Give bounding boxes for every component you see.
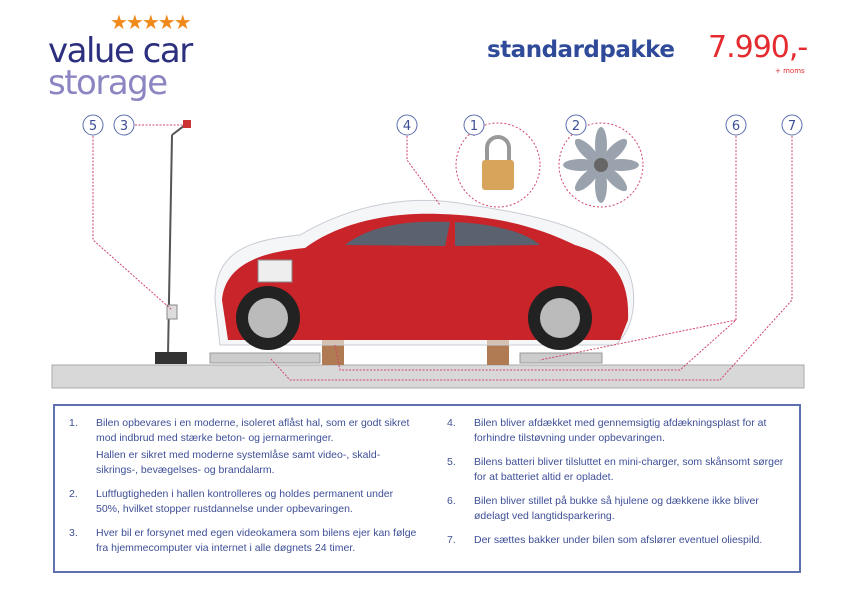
logo-line2: storage xyxy=(48,63,168,103)
oil-tray xyxy=(209,352,321,364)
callout-4: 4 xyxy=(403,119,411,134)
pole-base xyxy=(155,352,187,364)
camera-icon xyxy=(183,120,191,128)
feature-item: 5. Bilens batteri bliver tilsluttet en m… xyxy=(447,456,784,483)
feature-item: 2. Luftfugtigheden i hallen kontrolleres… xyxy=(69,488,394,515)
callout-5: 5 xyxy=(89,119,97,134)
callout-2: 2 xyxy=(572,119,580,134)
car-window xyxy=(455,222,540,246)
oil-tray xyxy=(519,352,603,364)
logo-line1: value car xyxy=(48,31,193,71)
callout-3: 3 xyxy=(120,119,128,134)
callout-lines xyxy=(92,123,793,381)
callout-6: 6 xyxy=(732,119,740,134)
callout-7: 7 xyxy=(788,119,796,134)
feature-item: 3. Hver bil er forsynet med egen videoka… xyxy=(69,527,417,554)
features-box: 1. Bilen opbevares i en moderne, isolere… xyxy=(53,404,801,573)
features-left: 1. Bilen opbevares i en moderne, isolere… xyxy=(69,416,419,565)
car-storage-illustration: 5 3 4 1 2 6 7 xyxy=(51,114,805,389)
charger-icon xyxy=(166,304,178,320)
rating-stars-icon: ★★★★★ xyxy=(110,10,192,34)
callout-1: 1 xyxy=(470,119,478,134)
package-title: standardpakke xyxy=(487,37,675,63)
feature-item: 4. Bilen bliver afdækket med gennemsigti… xyxy=(447,417,767,444)
padlock-icon xyxy=(482,160,514,190)
price: 7.990,- xyxy=(708,30,808,65)
feature-item: 1. Bilen opbevares i en moderne, isolere… xyxy=(69,417,410,476)
feature-item: 6. Bilen bliver stillet på bukke så hjul… xyxy=(447,495,759,522)
camera-pole xyxy=(167,134,173,356)
battery-icon xyxy=(257,259,293,283)
car-window xyxy=(345,221,450,246)
callout-numbers: 5 3 4 1 2 6 7 xyxy=(82,114,803,136)
price-note: + moms xyxy=(775,67,805,75)
features-right: 4. Bilen bliver afdækket med gennemsigti… xyxy=(447,416,787,557)
car-body xyxy=(222,213,629,340)
floor-slab xyxy=(51,364,805,389)
fan-icon xyxy=(563,127,639,203)
feature-item: 7. Der sættes bakker under bilen som afs… xyxy=(447,534,763,546)
